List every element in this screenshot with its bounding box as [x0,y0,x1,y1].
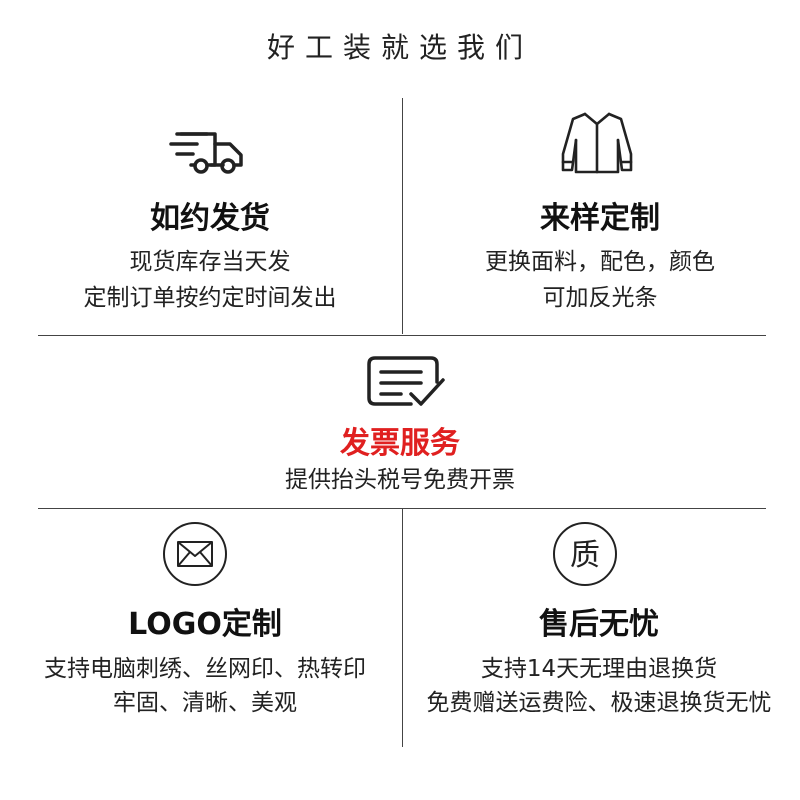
feature-title: LOGO定制 [128,607,282,642]
feature-line: 更换面料，配色，颜色 [485,249,715,275]
feature-aftersale: 质 售后无忧 支持14天无理由退换货 免费赠送运费险、极速退换货无忧 [404,509,794,749]
delivery-truck-icon [167,125,247,180]
divider-vertical-bottom [402,509,403,747]
feature-line: 牢固、清晰、美观 [113,690,297,716]
feature-title: 发票服务 [340,426,460,461]
feature-title: 来样定制 [540,201,660,236]
feature-line: 可加反光条 [542,285,658,311]
feature-delivery: 如约发货 现货库存当天发 定制订单按约定时间发出 [20,0,400,335]
feature-line: 现货库存当天发 [129,249,291,275]
divider-horizontal-bottom [38,508,766,509]
divider-horizontal-top [38,335,766,336]
feature-title: 售后无忧 [539,607,659,642]
quality-badge-icon: 质 [552,521,618,587]
feature-title: 如约发货 [150,201,270,236]
divider-vertical-top [402,98,403,334]
feature-logo-custom: LOGO定制 支持电脑刺绣、丝网印、热转印 牢固、清晰、美观 [10,509,400,749]
shirt-icon [557,110,637,176]
quality-badge-char: 质 [570,538,600,573]
feature-line: 提供抬头税号免费开票 [285,467,515,493]
invoice-check-icon [365,354,445,414]
envelope-icon [162,521,228,587]
feature-line: 定制订单按约定时间发出 [83,285,337,311]
feature-invoice: 发票服务 提供抬头税号免费开票 [200,336,600,508]
feature-line: 支持电脑刺绣、丝网印、热转印 [44,656,366,682]
feature-sample-custom: 来样定制 更换面料，配色，颜色 可加反光条 [410,0,790,335]
feature-line: 支持14天无理由退换货 [480,656,718,682]
feature-line: 免费赠送运费险、极速退换货无忧 [426,690,772,716]
page-title: 好工装就选我们 [266,31,533,64]
